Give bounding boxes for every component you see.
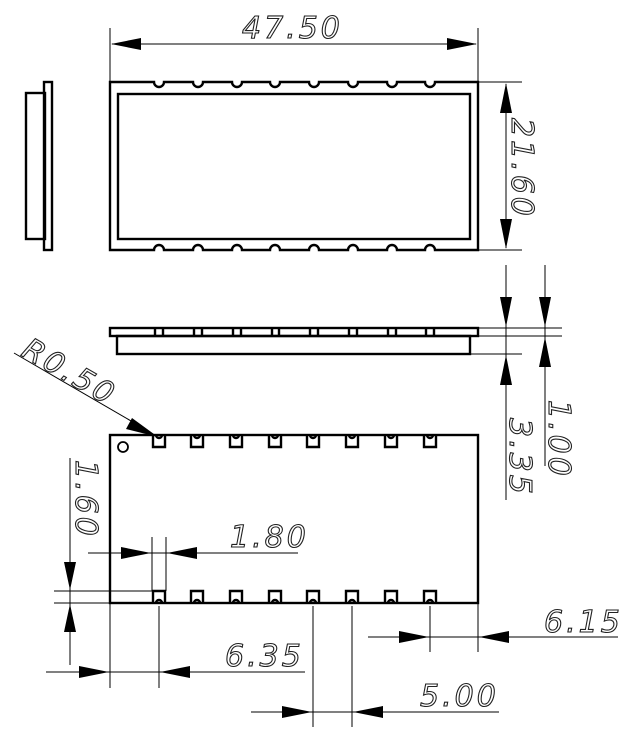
dimension-overall-length: 47.50 — [109, 10, 479, 82]
top-pad-row — [151, 434, 438, 449]
pad-width-label: 1.80 — [230, 520, 309, 555]
last-pin-offset-label: 6.15 — [544, 605, 623, 640]
dimension-pad-width: 1.80 — [88, 519, 309, 591]
dimension-castellation-radius: R0.50 — [13, 331, 158, 437]
overall-height-label: 3.35 — [502, 418, 537, 497]
pin1-marker — [117, 441, 129, 453]
shield-can-outline — [116, 92, 472, 241]
first-pin-offset-label: 6.35 — [225, 639, 304, 674]
castellation-slots — [153, 328, 436, 336]
dimension-pin-pitch-span: 5.00 — [251, 606, 499, 727]
dimension-thickness: 1.00 3.35 — [470, 265, 577, 500]
dimension-overall-width: 21.60 — [478, 81, 540, 251]
side-view — [24, 80, 54, 252]
footprint-view — [108, 433, 480, 605]
pad-length-label: 1.60 — [68, 460, 103, 539]
overall-width-label: 21.60 — [504, 118, 539, 219]
castellation-radius-label: R0.50 — [16, 332, 122, 414]
pin-pitch-span-label: 5.00 — [420, 679, 499, 714]
dimension-first-pin-offset: 6.35 — [46, 603, 305, 688]
dimension-pad-length: 1.60 — [54, 458, 153, 665]
pcb-thickness-label: 1.00 — [541, 400, 576, 479]
overall-length-label: 47.50 — [242, 11, 343, 46]
bottom-pad-row — [151, 589, 438, 604]
dimension-last-pin-offset: 6.15 — [368, 603, 623, 652]
front-view — [108, 326, 480, 356]
top-view — [108, 80, 480, 252]
